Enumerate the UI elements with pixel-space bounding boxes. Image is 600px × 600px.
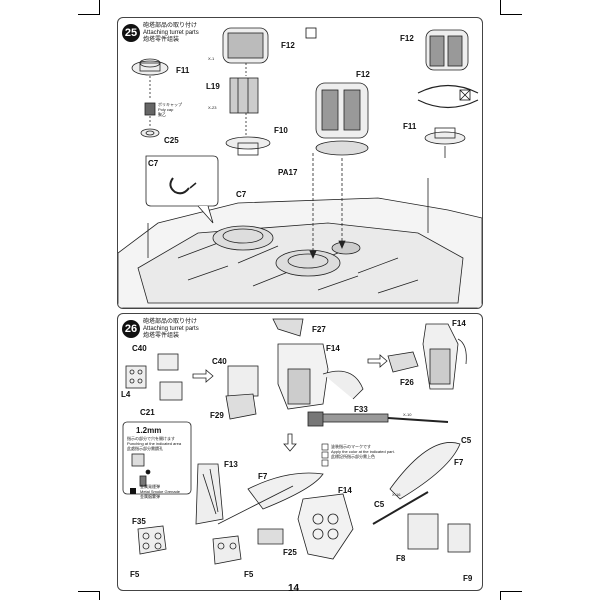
- part-label: F14: [338, 486, 352, 495]
- part-label: F26: [400, 378, 414, 387]
- smoke-jp: 金属発煙弾: [140, 484, 160, 489]
- part-label: F11: [176, 66, 190, 75]
- part-label: C21: [140, 408, 155, 417]
- smoke-en: Metal Smoke Grenade: [140, 489, 181, 494]
- part-label: F5: [130, 570, 140, 579]
- crop-mark-bl-v: [99, 591, 100, 600]
- crop-mark-bl-h: [78, 591, 100, 592]
- part-label: C7: [148, 159, 159, 168]
- part-label: PA17: [278, 168, 298, 177]
- color-note: 塗装指示のマークです Apply the color at the indica…: [331, 444, 395, 459]
- crop-mark-tr-h: [500, 14, 522, 15]
- part-label: X-16: [392, 492, 401, 497]
- step-title-en: Attaching turret parts: [143, 30, 199, 36]
- part-label: C7: [236, 190, 247, 199]
- part-label: X-23: [208, 105, 217, 110]
- part-label: C40: [132, 344, 147, 353]
- step-25-illustration: [118, 27, 482, 308]
- step-number: 25: [122, 24, 140, 42]
- polycap-cn: 聚乙: [158, 112, 166, 117]
- step-26-panel: 26 砲塔部品の取り付け Attaching turret parts 炮塔零件…: [117, 313, 483, 591]
- part-label: L19: [206, 82, 220, 91]
- part-label: C5: [374, 500, 385, 509]
- part-label: F12: [281, 41, 295, 50]
- drill-note-jp: 指示の部分で穴を開けます: [127, 436, 175, 441]
- step-title-block: 砲塔部品の取り付け Attaching turret parts 炮塔零件组装: [143, 319, 199, 340]
- crop-mark-tl-h: [78, 14, 100, 15]
- part-label: F7: [454, 458, 464, 467]
- part-label: F27: [312, 325, 326, 334]
- color-note-en: Apply the color at the indicated part.: [331, 449, 395, 454]
- part-label: F14: [452, 319, 466, 328]
- drill-note-cn: 此處指示部分需鑽孔: [127, 446, 163, 451]
- drill-note: 指示の部分で穴を開けます Punching at the indicated a…: [127, 436, 181, 451]
- step-26-illustration: [122, 318, 471, 565]
- part-label: F14: [326, 344, 340, 353]
- part-label: F8: [396, 554, 406, 563]
- smoke-grenade-note: 金属発煙弾 Metal Smoke Grenade 金属烟雾弹: [140, 484, 180, 499]
- polycap-jp: ポリキャップ: [158, 102, 182, 107]
- polycap-en: Poly cap: [158, 107, 174, 112]
- part-label: F12: [356, 70, 370, 79]
- part-label: F13: [224, 460, 238, 469]
- step-title-jp: 砲塔部品の取り付け: [143, 23, 198, 29]
- color-note-cn: 此標記所指示部分需上色: [331, 454, 375, 459]
- part-label: F33: [354, 405, 368, 414]
- step-title-jp: 砲塔部品の取り付け: [143, 319, 198, 325]
- smoke-cn: 金属烟雾弹: [140, 494, 160, 499]
- step-title-block: 砲塔部品の取り付け Attaching turret parts 炮塔零件组装: [143, 23, 199, 44]
- step-number: 26: [122, 320, 140, 338]
- part-label: X-1: [208, 56, 215, 61]
- part-label: F29: [210, 411, 224, 420]
- part-label: F9: [463, 574, 473, 583]
- step-title-cn: 炮塔零件组装: [143, 333, 180, 339]
- color-note-jp: 塗装指示のマークです: [331, 444, 371, 449]
- drill-size: 1.2mm: [136, 426, 162, 435]
- step-25-panel: 25 砲塔部品の取り付け Attaching turret parts 炮塔零件…: [117, 17, 483, 309]
- crop-mark-br-v: [500, 591, 501, 600]
- crop-mark-tr-v: [500, 0, 501, 15]
- part-label: F12: [400, 34, 414, 43]
- part-label: F10: [274, 126, 288, 135]
- polycap-note: ポリキャップ Poly cap 聚乙: [158, 102, 182, 117]
- crop-mark-br-h: [500, 591, 522, 592]
- drill-note-en: Punching at the indicated area: [127, 441, 182, 446]
- part-label: F5: [244, 570, 254, 579]
- step-title-cn: 炮塔零件组装: [143, 37, 180, 43]
- part-label: F35: [132, 517, 146, 526]
- part-label: F11: [403, 122, 417, 131]
- part-label: F25: [283, 548, 297, 557]
- crop-mark-tl-v: [99, 0, 100, 15]
- page-number: 14: [288, 583, 300, 594]
- part-label: X-10: [403, 412, 412, 417]
- part-label: C25: [164, 136, 179, 145]
- part-label: L4: [121, 390, 131, 399]
- step-title-en: Attaching turret parts: [143, 326, 199, 332]
- part-label: F7: [258, 472, 268, 481]
- part-label: C5: [461, 436, 472, 445]
- part-label: C40: [212, 357, 227, 366]
